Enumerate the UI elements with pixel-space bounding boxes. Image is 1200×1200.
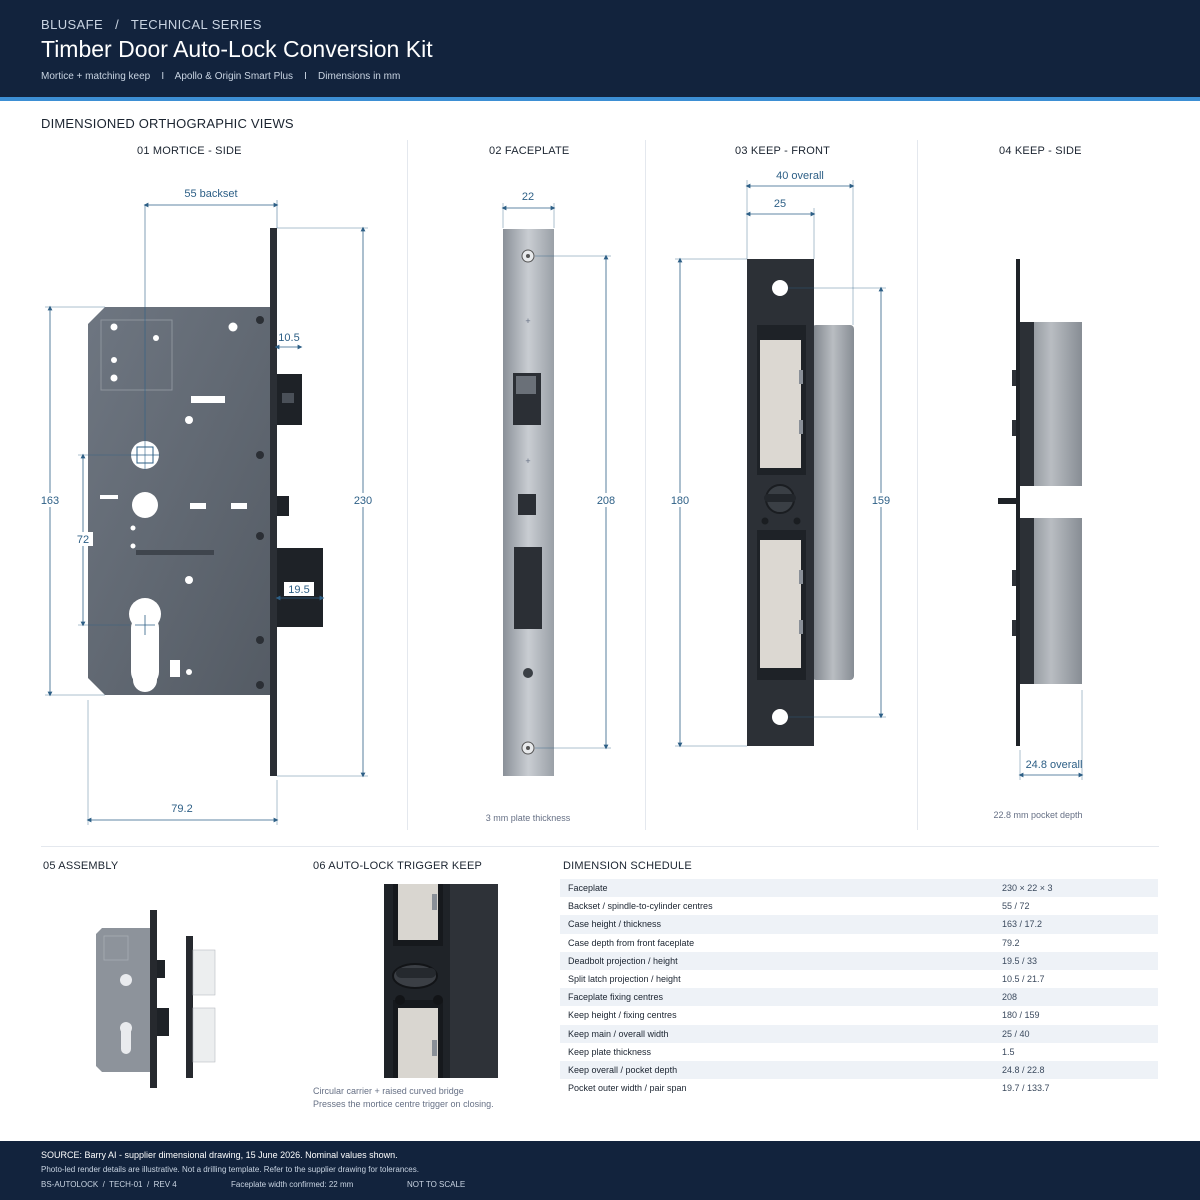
schedule-row-value: 79.2: [1002, 937, 1020, 948]
view-label-faceplate: 02 FACEPLATE: [489, 145, 570, 157]
schedule-row: Pocket outer width / pair span 19.7 / 133…: [560, 1079, 1158, 1097]
view-label-keep-front: 03 KEEP - FRONT: [735, 145, 831, 157]
schedule-row-label: Pocket outer width / pair span: [568, 1083, 687, 1094]
keep-side-view: 24.8 overall 22.8 mm pocket depth: [993, 259, 1084, 820]
schedule-row: Faceplate fixing centres 208: [560, 988, 1158, 1007]
keep-pocket-side: [812, 325, 854, 680]
trigger-caption-2: Presses the mortice centre trigger on cl…: [313, 1099, 494, 1109]
schedule-row-label: Split latch projection / height: [568, 974, 681, 985]
faceplate-view: + + 22 208 3 mm plate thickness: [486, 191, 618, 823]
keep-front-view: 40 overall 25 180 159: [668, 170, 893, 748]
assembly-render: [96, 910, 216, 1088]
trigger-keep-label: 06 AUTO-LOCK TRIGGER KEEP: [313, 860, 483, 872]
mortice-side-view: 55 backset 10.5 163 72 19.5 230 79.2: [40, 188, 374, 825]
view-label-mortice: 01 MORTICE - SIDE: [137, 145, 242, 157]
schedule-row-label: Deadbolt projection / height: [568, 955, 678, 966]
schedule-row-value: 19.7 / 133.7: [1002, 1083, 1050, 1094]
view-divider: [645, 140, 646, 830]
trigger-slot: [518, 494, 536, 515]
schedule-row-label: Keep main / overall width: [568, 1028, 669, 1039]
schedule-row-value: 1.5: [1002, 1046, 1015, 1057]
schedule-row-label: Keep plate thickness: [568, 1046, 652, 1057]
header-accent-rule: [0, 97, 1200, 101]
schedule-row-label: Faceplate fixing centres: [568, 992, 664, 1003]
schedule-row: Backset / spindle-to-cylinder centres 55 …: [560, 897, 1158, 915]
dim-keep-fixing: 159: [872, 495, 890, 507]
dim-latch: 10.5: [278, 332, 299, 344]
deadbolt-slot: [514, 547, 542, 629]
schedule-row: Faceplate 230 × 22 × 3: [560, 879, 1158, 898]
view-label-keep-side: 04 KEEP - SIDE: [999, 145, 1082, 157]
dim-keep-main-width: 25: [774, 198, 786, 210]
series-label: BLUSAFE / TECHNICAL SERIES: [41, 17, 262, 32]
dimension-schedule-table: Faceplate 230 × 22 × 3 Backset / spindle-t…: [560, 879, 1158, 1097]
footer-disclaimer: Photo-led render details are illustrativ…: [41, 1165, 419, 1174]
dim-keep-side-overall: 24.8 overall: [1026, 759, 1083, 771]
schedule-row-label: Keep overall / pocket depth: [568, 1064, 678, 1075]
trigger-keep-render: [384, 884, 498, 1078]
schedule-row: Deadbolt projection / height 19.5 / 33: [560, 951, 1158, 970]
views-section-title: DIMENSIONED ORTHOGRAPHIC VIEWS: [41, 116, 294, 131]
schedule-row: Case height / thickness 163 / 17.2: [560, 915, 1158, 934]
dim-spindle-cylinder: 72: [77, 534, 89, 546]
footer-width-note: Faceplate width confirmed: 22 mm: [231, 1180, 354, 1189]
dim-case-depth: 79.2: [171, 803, 192, 815]
schedule-title: DIMENSION SCHEDULE: [563, 860, 692, 872]
mortice-faceplate: [270, 228, 277, 776]
dim-keep-overall-width: 40 overall: [776, 170, 824, 182]
dim-fixing-centres: 208: [597, 495, 615, 507]
footer-source: SOURCE: Barry AI - supplier dimensional …: [41, 1150, 398, 1160]
keep-side-plate: [1016, 259, 1020, 746]
schedule-row-value: 10.5 / 21.7: [1002, 974, 1045, 985]
schedule-row-label: Case depth from front faceplate: [568, 937, 695, 948]
schedule-row-value: 25 / 40: [1002, 1028, 1030, 1039]
schedule-row-label: Faceplate: [568, 883, 608, 894]
view-divider: [407, 140, 408, 830]
page-subtitle: Mortice + matching keep I Apollo & Origi…: [41, 71, 401, 82]
footer-bar: [0, 1141, 1200, 1200]
schedule-row-value: 24.8 / 22.8: [1002, 1064, 1045, 1075]
mortice-case: [88, 307, 270, 695]
view-divider: [917, 140, 918, 830]
schedule-row: Split latch projection / height 10.5 / 21…: [560, 970, 1158, 988]
svg-text:+: +: [525, 456, 530, 466]
footer-scale: NOT TO SCALE: [407, 1180, 466, 1189]
schedule-row: Keep main / overall width 25 / 40: [560, 1024, 1158, 1043]
assembly-label: 05 ASSEMBLY: [43, 860, 119, 872]
dim-faceplate-width: 22: [522, 191, 534, 203]
faceplate-note: 3 mm plate thickness: [486, 813, 571, 823]
section-divider: [41, 846, 1159, 847]
schedule-row-value: 180 / 159: [1002, 1010, 1040, 1021]
footer-doc-id: BS-AUTOLOCK / TECH-01 / REV 4: [41, 1180, 177, 1189]
schedule-row: Keep plate thickness 1.5: [560, 1043, 1158, 1061]
schedule-row-value: 208: [1002, 992, 1018, 1003]
header-bar: [0, 0, 1200, 97]
page-title: Timber Door Auto-Lock Conversion Kit: [41, 36, 433, 62]
svg-text:+: +: [525, 316, 530, 326]
schedule-row: Keep height / fixing centres 180 / 159: [560, 1006, 1158, 1024]
keep-side-note: 22.8 mm pocket depth: [993, 810, 1082, 820]
schedule-row-value: 55 / 72: [1002, 901, 1030, 912]
schedule-row-label: Backset / spindle-to-cylinder centres: [568, 901, 713, 912]
trigger-caption-1: Circular carrier + raised curved bridge: [313, 1086, 464, 1096]
dim-overall-height: 230: [354, 495, 372, 507]
dim-case-height: 163: [41, 495, 59, 507]
mortice-inner-plate: [100, 319, 173, 391]
schedule-row-value: 163 / 17.2: [1002, 919, 1043, 930]
dim-deadbolt: 19.5: [288, 584, 309, 596]
schedule-row-value: 230 × 22 × 3: [1002, 883, 1053, 894]
dim-keep-height: 180: [671, 495, 689, 507]
schedule-row: Keep overall / pocket depth 24.8 / 22.8: [560, 1060, 1158, 1080]
schedule-row-label: Case height / thickness: [568, 919, 662, 930]
schedule-row-value: 19.5 / 33: [1002, 955, 1038, 966]
schedule-row-label: Keep height / fixing centres: [568, 1010, 677, 1021]
schedule-row: Case depth from front faceplate 79.2: [560, 934, 1158, 952]
dim-backset: 55 backset: [184, 188, 237, 200]
